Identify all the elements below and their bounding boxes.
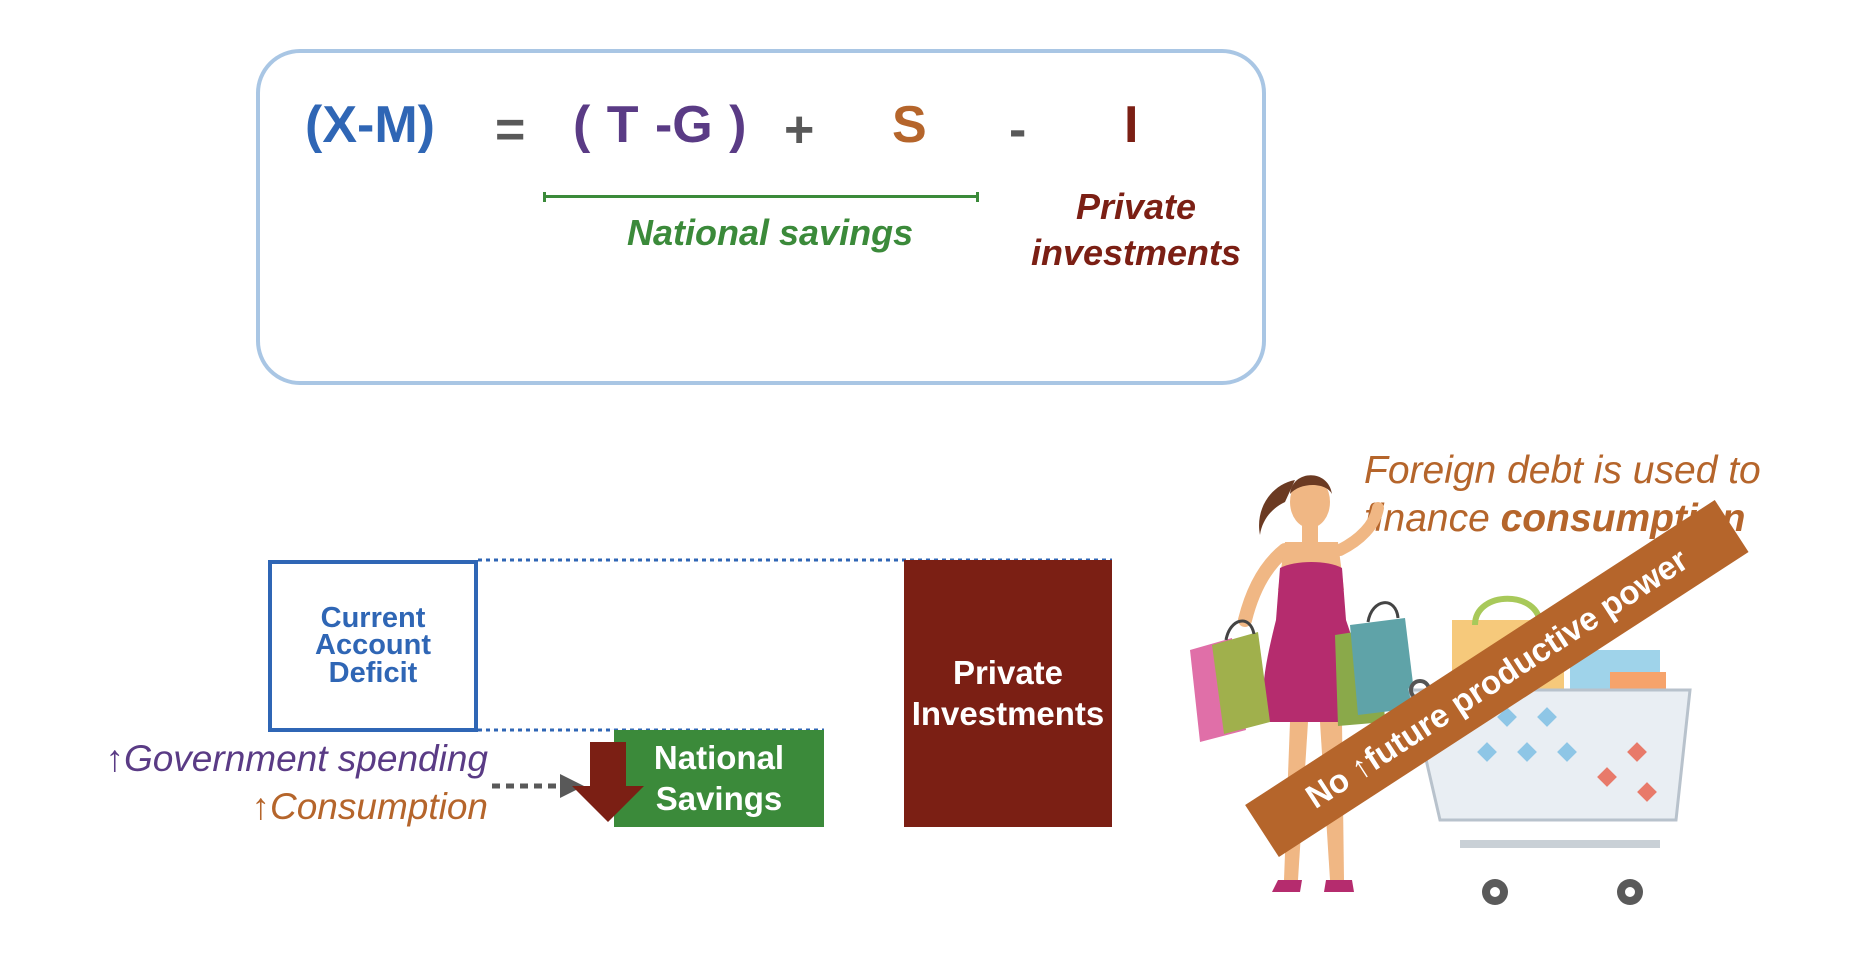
pi-line1: Private	[952, 654, 1064, 692]
xm-term: (X-M)	[305, 96, 435, 154]
national-savings-label: National savings	[627, 212, 914, 253]
private-investments-bar: Private Investments	[904, 560, 1112, 827]
cad-line2: Account	[315, 629, 431, 662]
private-investments-label-line1: Private	[1075, 186, 1197, 227]
private-investments-label-line2: investments	[1030, 232, 1242, 274]
equation-box	[256, 49, 1266, 385]
caption-prefix: finance	[1364, 496, 1501, 540]
tg-term: ( T -G )	[573, 96, 747, 154]
cad-line1: Current	[320, 601, 426, 634]
cad-label: Current Account Deficit	[315, 601, 431, 689]
caption-line1: Foreign debt is used to	[1364, 449, 1761, 492]
plus-sign: +	[784, 101, 815, 159]
i-term: I	[1124, 96, 1139, 154]
ns-label: National Savings	[654, 738, 784, 819]
ns-line2: Savings	[655, 779, 783, 817]
national-savings-bracket	[543, 192, 979, 202]
cad-line3: Deficit	[328, 656, 418, 689]
equals-sign: =	[495, 101, 526, 159]
government-spending-driver: ↑Government spending	[105, 738, 488, 779]
down-arrow-icon	[572, 742, 644, 822]
current-account-deficit-box: Current Account Deficit	[268, 560, 478, 732]
minus-sign: -	[1009, 101, 1027, 159]
consumption-driver: ↑Consumption	[251, 786, 488, 827]
pi-label: Private Investments	[912, 653, 1105, 734]
ns-line1: National	[653, 739, 785, 777]
national-savings-bar: National Savings	[614, 730, 824, 827]
pi-line2: Investments	[911, 694, 1105, 732]
s-term: S	[892, 96, 927, 154]
private-investments-label: Private investments	[1016, 184, 1256, 276]
